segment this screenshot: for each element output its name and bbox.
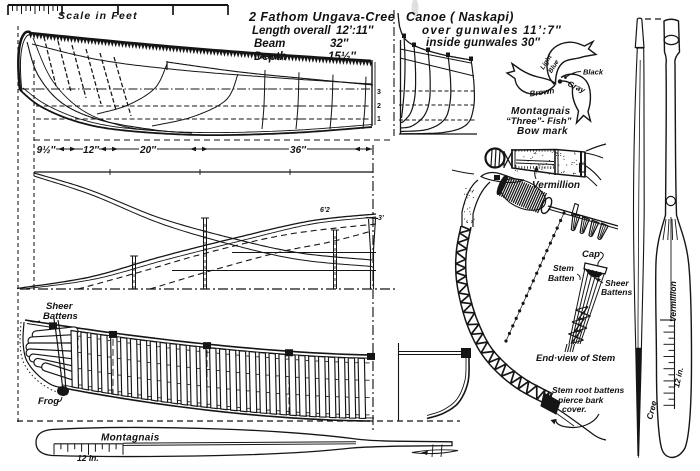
svg-text:12’:11″: 12’:11″ [336, 25, 374, 37]
svg-text:pierce bark: pierce bark [557, 395, 605, 405]
svg-text:32″: 32″ [330, 38, 349, 50]
svg-text:End·view of Stem: End·view of Stem [536, 353, 616, 364]
svg-text:Stem root battens: Stem root battens [552, 385, 625, 395]
svg-text:Cree: Cree [644, 399, 659, 420]
svg-text:Frog: Frog [38, 396, 59, 407]
svg-text:Battens: Battens [43, 311, 78, 322]
svg-text:Vermillion: Vermillion [532, 180, 580, 191]
svg-text:Sheer: Sheer [46, 301, 74, 312]
svg-text:over gunwales 11’:7″: over gunwales 11’:7″ [422, 25, 562, 37]
svg-text:Montagnais: Montagnais [101, 433, 160, 444]
svg-text:3: 3 [377, 89, 381, 96]
svg-text:12 In.: 12 In. [77, 453, 99, 463]
svg-text:Sheer: Sheer [605, 278, 629, 288]
svg-text:2: 2 [377, 103, 381, 110]
svg-text:1: 1 [377, 116, 381, 123]
svg-text:9½″: 9½″ [37, 145, 57, 156]
svg-text:Montagnais: Montagnais [511, 106, 571, 117]
svg-text:Stem: Stem [553, 263, 574, 273]
svg-text:Brown: Brown [529, 86, 555, 98]
svg-text:2 Fathom Ungava-Cree: 2 Fathom Ungava-Cree [248, 10, 395, 24]
svg-text:Scale in Feet: Scale in Feet [58, 10, 138, 22]
svg-text:3’: 3’ [378, 215, 385, 222]
svg-text:Length overall: Length overall [252, 25, 331, 37]
svg-text:Bow mark: Bow mark [517, 126, 568, 137]
svg-text:“Three”- Fish”: “Three”- Fish” [506, 116, 572, 127]
svg-text:Battens: Battens [601, 287, 632, 297]
svg-text:cover.: cover. [562, 404, 587, 414]
svg-text:12 in.: 12 in. [672, 367, 685, 389]
svg-text:6’2: 6’2 [320, 207, 330, 214]
svg-text:Cap: Cap [582, 249, 600, 260]
svg-text:Canoe ( Naskapi): Canoe ( Naskapi) [406, 10, 514, 24]
svg-text:Vermillion: Vermillion [668, 281, 678, 322]
svg-text:12″: 12″ [83, 145, 100, 156]
svg-text:36″: 36″ [290, 145, 307, 156]
svg-text:Black: Black [583, 68, 604, 77]
svg-text:Beam: Beam [254, 38, 285, 50]
svg-text:20″: 20″ [139, 145, 157, 156]
svg-text:Batten: Batten [548, 273, 574, 283]
svg-text:inside gunwales 30″: inside gunwales 30″ [426, 37, 540, 49]
